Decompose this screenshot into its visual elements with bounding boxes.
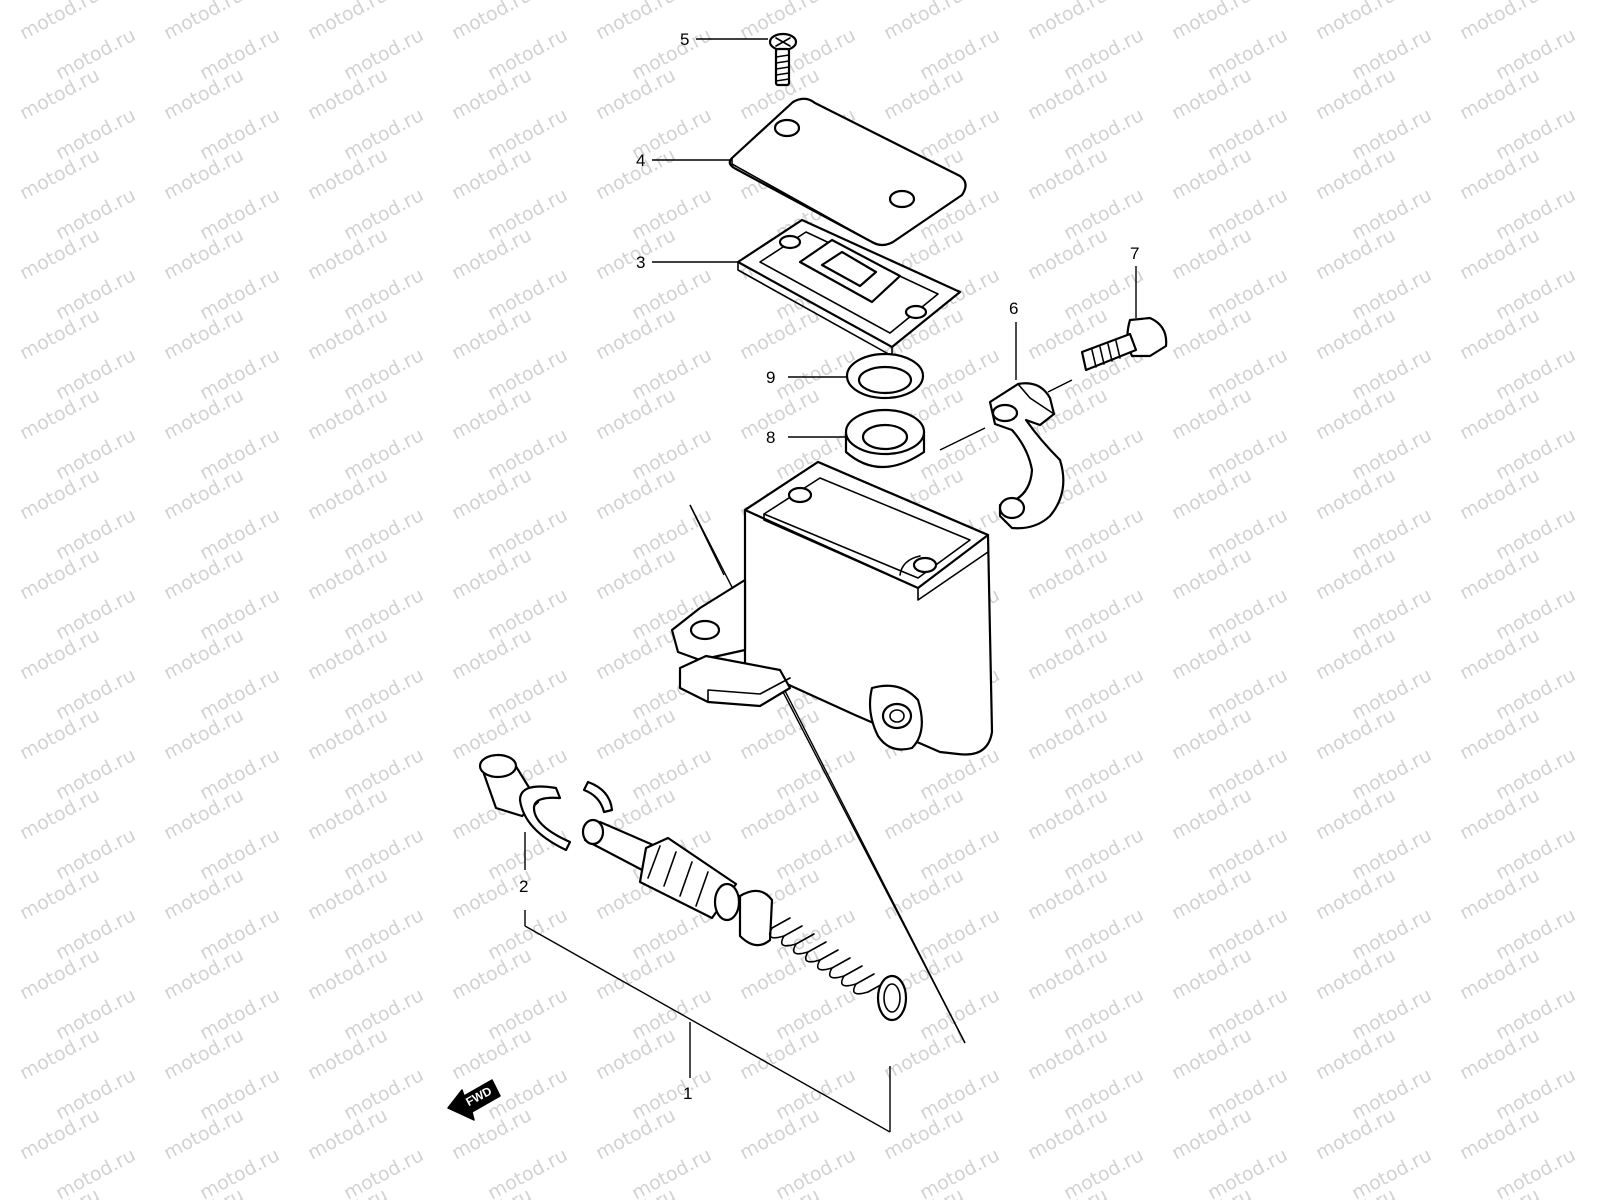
callout-1: 1 bbox=[683, 1084, 692, 1103]
clamp-body-guide bbox=[939, 427, 986, 451]
watermark-text: motod.ru bbox=[160, 0, 247, 44]
callout-4: 4 bbox=[636, 151, 645, 170]
watermark-text: motod.ru bbox=[1024, 0, 1111, 44]
callout-labels: 1 2 3 4 5 6 7 8 9 bbox=[519, 30, 1139, 1103]
part-1-piston-assembly bbox=[478, 753, 908, 1022]
watermark-text: motod.ru bbox=[592, 0, 679, 44]
watermark-text: motod.ru bbox=[16, 0, 103, 44]
part-3-diaphragm bbox=[736, 218, 962, 357]
part-4-reservoir-cap bbox=[728, 97, 967, 247]
watermark-text: motod.ru bbox=[304, 0, 391, 44]
clamp-bolt-guide bbox=[1047, 379, 1073, 393]
part-1-bracket bbox=[524, 910, 891, 1133]
callout-7: 7 bbox=[1130, 244, 1139, 263]
callout-6: 6 bbox=[1009, 299, 1018, 318]
watermark-text: motod.ru bbox=[448, 0, 535, 44]
part-6-clamp bbox=[988, 382, 1065, 530]
callout-9: 9 bbox=[766, 368, 775, 387]
part-5-screw bbox=[768, 32, 798, 87]
watermark-text: motod.ru bbox=[1456, 0, 1543, 44]
watermark-text: motod.ru bbox=[1312, 0, 1399, 44]
part-9-ring bbox=[845, 352, 925, 400]
leader-lines bbox=[524, 38, 1137, 870]
part-7-bolt bbox=[1080, 316, 1168, 372]
callout-8: 8 bbox=[766, 428, 775, 447]
callout-5: 5 bbox=[680, 30, 689, 49]
watermark-text: motod.ru bbox=[1168, 0, 1255, 44]
part-8-boot bbox=[844, 408, 926, 469]
callout-2: 2 bbox=[519, 877, 528, 896]
callout-3: 3 bbox=[636, 253, 645, 272]
watermark-text: motod.ru bbox=[880, 0, 967, 44]
master-cylinder-body bbox=[670, 460, 994, 756]
